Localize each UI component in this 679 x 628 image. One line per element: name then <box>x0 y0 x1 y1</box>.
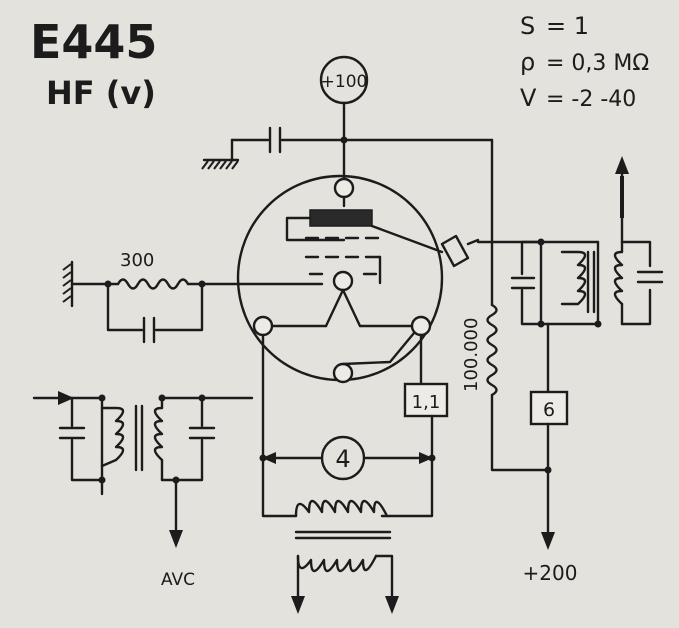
tube-function-label: HF (v) <box>46 74 156 112</box>
grid-resistor <box>116 278 190 290</box>
output-secondary-coil <box>613 250 624 306</box>
cathode-resistor-label: 1,1 <box>412 392 441 413</box>
spec-v-label: V <box>520 84 537 112</box>
avc-arrow <box>169 530 183 548</box>
output-secondary-capacitor <box>636 270 664 284</box>
input-primary-capacitor <box>58 426 86 440</box>
anode-load-box <box>529 390 569 426</box>
input-secondary-coil <box>153 406 164 462</box>
cathode-resistor-box <box>403 382 449 418</box>
top-cap <box>440 234 480 268</box>
screen-resistor-label: 100.000 <box>461 318 482 392</box>
tube-pin-top <box>333 177 355 199</box>
spec-rho-value: = 0,3 MΩ <box>546 51 649 76</box>
output-primary-capacitor <box>510 276 536 290</box>
filament-voltage-indicator <box>320 435 366 481</box>
screen-resistor <box>486 303 498 397</box>
tube-pin-center <box>332 270 354 292</box>
ground-symbol <box>201 158 240 170</box>
supply-100-label: +100 <box>321 72 368 92</box>
spec-s-label: S <box>520 12 535 40</box>
supply-200-arrow <box>541 532 555 550</box>
ground-symbol-left <box>62 260 74 308</box>
tube-pin-left <box>252 315 274 337</box>
filament-out-arrow-left <box>291 596 305 614</box>
spec-s-value: = 1 <box>546 12 589 40</box>
spec-v-value: = -2 -40 <box>546 87 636 112</box>
tube-pin-bottom <box>332 362 354 384</box>
input-secondary-capacitor <box>188 426 216 440</box>
grid-resistor-label: 300 <box>120 250 154 271</box>
spec-rho-label: ρ <box>520 48 535 76</box>
supply-200-label: +200 <box>523 561 578 585</box>
avc-label: AVC <box>161 570 195 590</box>
anode-load-label: 6 <box>543 399 555 421</box>
filament-primary-coil <box>294 499 389 518</box>
output-arrow <box>615 156 629 174</box>
tube-type-label: E445 <box>30 15 157 69</box>
decoupling-capacitor <box>268 126 282 154</box>
filament-secondary-coil <box>296 554 378 573</box>
anode-plate <box>309 209 373 227</box>
input-primary-coil <box>100 406 125 468</box>
output-primary-coil <box>560 250 587 306</box>
filament-out-arrow-right <box>385 596 399 614</box>
grid-capacitor <box>142 316 156 344</box>
cathode-heater <box>324 288 362 328</box>
filament-voltage-label: 4 <box>335 445 350 473</box>
input-arrow <box>58 391 74 405</box>
